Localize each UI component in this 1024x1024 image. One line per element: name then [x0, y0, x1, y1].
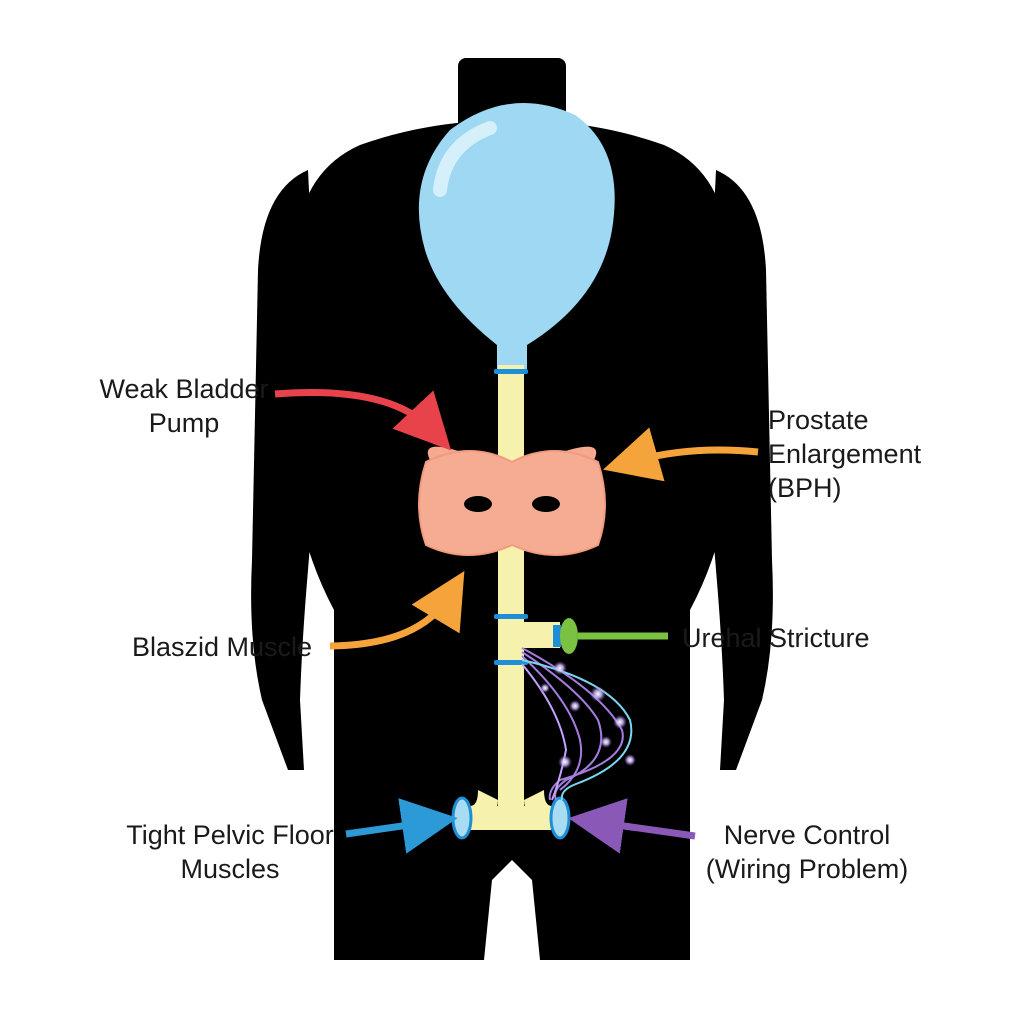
- label-nerve-control: Nerve Control (Wiring Problem): [705, 820, 909, 884]
- arrow-bladder-muscle: [329, 570, 465, 650]
- label-bladder-muscle: Blaszid Muscle: [132, 632, 313, 662]
- label-weak-bladder-pump: Weak Bladder Pump: [99, 374, 269, 438]
- arrow-prostate: [603, 427, 759, 482]
- prostate-gland-icon: [418, 446, 606, 556]
- arrow-nerve: [568, 798, 696, 854]
- label-tight-pelvic-floor: Tight Pelvic Floor Muscles: [126, 820, 334, 884]
- label-prostate-enlargement: Prostate Enlargement (BPH): [768, 405, 922, 503]
- arrow-pelvic-floor: [345, 798, 458, 854]
- arrow-weak-bladder: [274, 389, 452, 451]
- nerve-fibers-icon: [521, 647, 633, 801]
- label-urethral-stricture: Urehal Stricture: [682, 623, 870, 653]
- sphincter-bands: [494, 369, 528, 665]
- nerve-sparks: [540, 661, 636, 769]
- balloon-bladder-icon: [418, 103, 615, 370]
- urethra-tube: [470, 365, 560, 830]
- stricture-valve: [553, 618, 578, 654]
